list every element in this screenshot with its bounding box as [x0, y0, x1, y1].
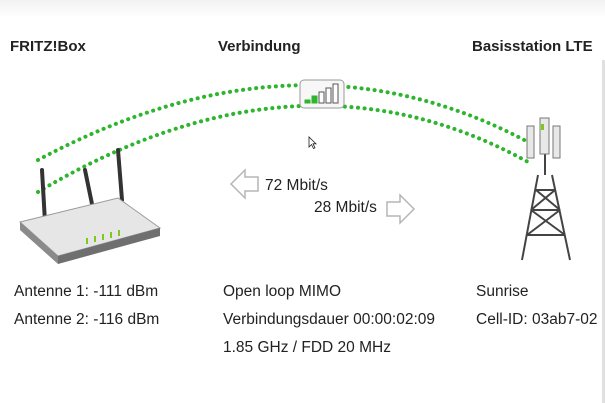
antenna-2-value: Antenne 2: -116 dBm	[14, 311, 160, 328]
scroll-edge	[602, 60, 605, 403]
connection-header: Verbindung	[218, 38, 301, 55]
provider-name: Sunrise	[476, 283, 529, 300]
mimo-mode: Open loop MIMO	[223, 283, 342, 300]
basestation-header: Basisstation LTE	[472, 38, 593, 55]
upload-rate: 28 Mbit/s	[314, 199, 377, 216]
arrow-left-icon	[229, 168, 259, 200]
connection-duration: Verbindungsdauer 00:00:02:09	[223, 311, 436, 328]
signal-strength-icon	[299, 79, 345, 109]
link-arc-lower	[36, 103, 530, 194]
router-icon	[18, 148, 162, 264]
link-arc-upper	[36, 83, 530, 162]
frequency-band: 1.85 GHz / FDD 20 MHz	[223, 339, 391, 356]
top-bar	[0, 0, 605, 18]
arrow-right-icon	[386, 193, 416, 225]
signal-bar	[332, 83, 339, 104]
antenna-1-value: Antenne 1: -111 dBm	[14, 283, 159, 300]
download-rate: 72 Mbit/s	[265, 177, 328, 194]
signal-bar	[325, 87, 332, 104]
mouse-cursor-icon	[308, 136, 317, 150]
fritzbox-header: FRITZ!Box	[10, 38, 86, 55]
lte-tower-icon	[521, 117, 571, 261]
signal-bar	[304, 99, 311, 104]
signal-bar	[318, 91, 325, 104]
cell-id: Cell-ID: 03ab7-02	[476, 311, 598, 328]
signal-bar	[311, 95, 318, 104]
